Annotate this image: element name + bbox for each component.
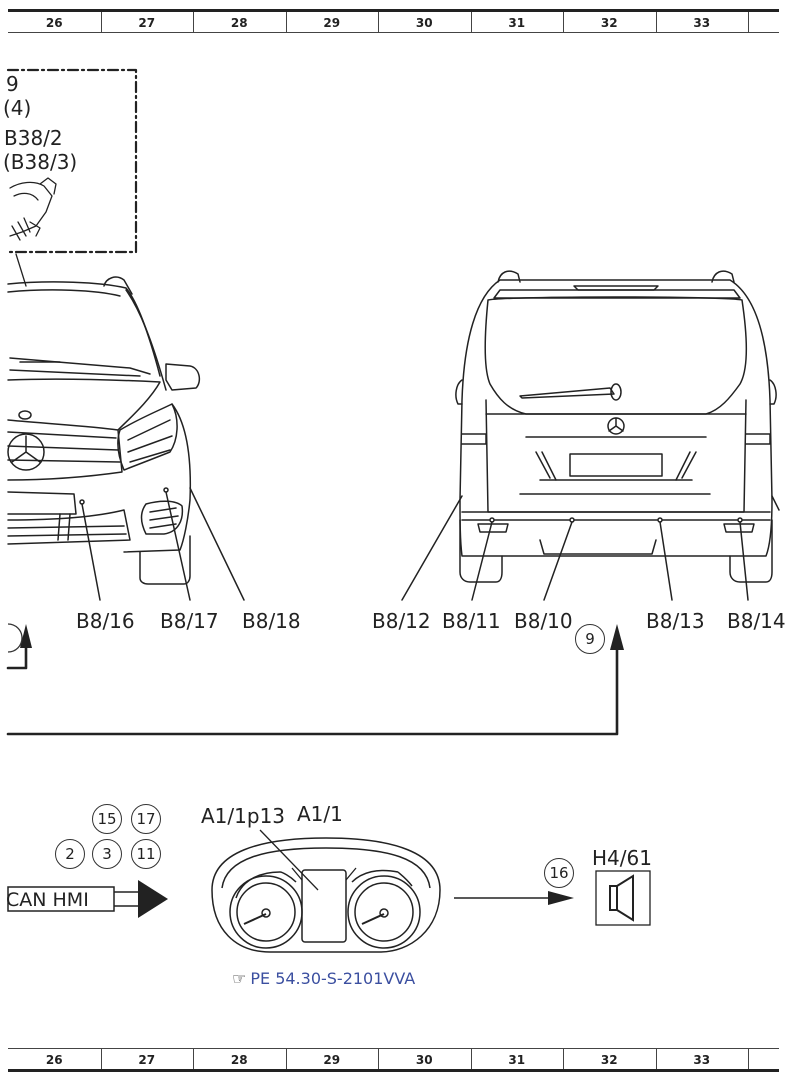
grid-divider (285, 12, 287, 32)
grid-column-number: 26 (45, 1053, 63, 1067)
grid-column-number: 29 (323, 16, 341, 30)
grid-column-number: 31 (508, 1053, 526, 1067)
box-line-2: (4) (3, 96, 32, 120)
grid-column-number: 33 (693, 16, 711, 30)
grid-divider (563, 12, 564, 32)
label-b8-10: B8/10 (514, 609, 573, 633)
reference-text: PE 54.30-S-2101VVA (250, 969, 416, 988)
box-line-3: B38/2 (4, 126, 63, 150)
label-b8-16: B8/16 (76, 609, 135, 633)
pointing-hand-icon: ☞ (232, 969, 247, 988)
grid-column-number: 26 (45, 16, 63, 30)
arrow-up-left-icon (20, 624, 32, 648)
radar-sensor-sketch (9, 177, 57, 241)
grid-divider (100, 1049, 102, 1069)
callout-17: 17 (131, 804, 161, 834)
grid-column-number: 29 (323, 1053, 341, 1067)
grid-divider (563, 1049, 564, 1069)
label-b8-13: B8/13 (646, 609, 705, 633)
grid-divider (100, 12, 102, 32)
label-b8-11: B8/11 (442, 609, 501, 633)
label-b8-14: B8/14 (727, 609, 786, 633)
grid-divider (748, 12, 749, 32)
box-line-1: 9 (6, 72, 19, 96)
callout-11: 11 (131, 839, 161, 869)
top-grid-ruler: 26 27 28 29 30 31 32 33 (8, 9, 779, 33)
grid-column-number: 30 (415, 1053, 433, 1067)
label-h4-61: H4/61 (592, 846, 652, 870)
buzzer-speaker-icon (595, 870, 651, 926)
grid-column-number: 27 (138, 16, 156, 30)
partial-callout-circle (7, 623, 23, 653)
callout-15: 15 (92, 804, 122, 834)
grid-column-number: 28 (230, 1053, 248, 1067)
can-hmi-label: CAN HMI (6, 889, 89, 911)
arrow-right-icon (548, 891, 574, 905)
callout-2: 2 (55, 839, 85, 869)
label-b8-17: B8/17 (160, 609, 219, 633)
grid-column-number: 27 (138, 1053, 156, 1067)
instrument-cluster-drawing (211, 829, 441, 953)
component-box-border (6, 68, 138, 254)
callout-16: 16 (544, 858, 574, 888)
grid-divider (378, 12, 379, 32)
grid-divider (193, 12, 194, 32)
front-vehicle-view (7, 276, 245, 601)
grid-divider (285, 1049, 287, 1069)
grid-column-number: 32 (600, 1053, 618, 1067)
box-line-4: (B38/3) (3, 150, 78, 174)
label-a1-1p13: A1/1p13 (201, 804, 286, 828)
arrow-up-icon (610, 624, 624, 650)
callout-9: 9 (575, 624, 605, 654)
grid-divider (655, 1049, 657, 1069)
grid-divider (748, 1049, 749, 1069)
grid-column-number: 30 (415, 16, 433, 30)
grid-divider (470, 1049, 472, 1069)
grid-divider (378, 1049, 379, 1069)
grid-column-number: 28 (230, 16, 248, 30)
grid-column-number: 33 (693, 1053, 711, 1067)
rear-vehicle-view (401, 270, 780, 601)
grid-divider (470, 12, 472, 32)
signal-lines (6, 636, 619, 736)
bottom-grid-ruler: 26 27 28 29 30 31 32 33 (8, 1048, 779, 1072)
grid-divider (655, 12, 657, 32)
label-a1-1: A1/1 (297, 802, 343, 826)
can-bus-arrow (7, 880, 168, 918)
label-b8-18: B8/18 (242, 609, 301, 633)
label-b8-12: B8/12 (372, 609, 431, 633)
callout-3: 3 (92, 839, 122, 869)
grid-divider (193, 1049, 194, 1069)
reference-link[interactable]: ☞PE 54.30-S-2101VVA (232, 969, 415, 988)
label-b8-14-clip: B8/14 (727, 609, 789, 633)
grid-column-number: 31 (508, 16, 526, 30)
grid-column-number: 32 (600, 16, 618, 30)
